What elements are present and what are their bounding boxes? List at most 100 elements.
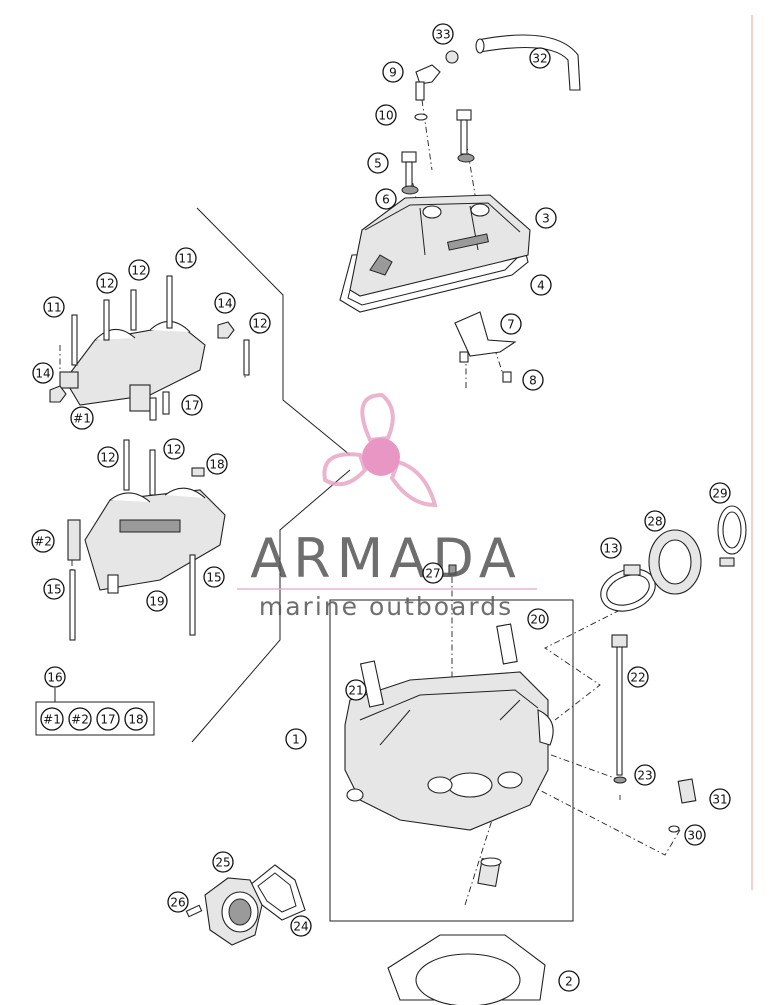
kit-item-18-text: 18 [128, 713, 143, 727]
part-label-14-18: 14 [214, 292, 236, 314]
part-label-23-29: 23 [634, 764, 656, 786]
kit-box: #1 #2 17 18 [35, 688, 155, 736]
kit-item-17-text: 17 [100, 713, 115, 727]
part-label-15-21: 15 [203, 566, 225, 588]
part-label-27-33: 27 [422, 562, 444, 584]
part-label-8-7-text: 8 [529, 374, 537, 388]
part-label-12-16-text: 12 [166, 443, 181, 457]
intake-assembly [600, 505, 747, 833]
part-label-20-26-text: 20 [530, 613, 545, 627]
callout-n1: #1 [70, 406, 94, 430]
part-label-17-23: 17 [181, 394, 203, 416]
part-label-1-0: 1 [285, 728, 307, 750]
part-label-2-1-text: 2 [565, 975, 573, 989]
part-label-33-39: 33 [432, 23, 454, 45]
part-label-7-6-text: 7 [507, 318, 515, 332]
part-label-22-28: 22 [627, 666, 649, 688]
cylinder-head-assembly [344, 564, 554, 888]
cam-carrier-assembly [67, 439, 226, 641]
part-label-28-34: 28 [644, 510, 666, 532]
head-gasket [387, 934, 546, 1005]
part-label-29-35: 29 [709, 482, 731, 504]
kit-item-n2: #2 [68, 707, 92, 731]
part-label-14-19: 14 [32, 362, 54, 384]
watermark-logo-icon [322, 392, 438, 508]
part-label-12-12-text: 12 [99, 277, 114, 291]
part-label-15-20-text: 15 [46, 583, 61, 597]
part-label-30-36-text: 30 [687, 829, 702, 843]
part-label-16-22-text: 16 [47, 671, 62, 685]
part-label-11-10-text: 11 [178, 252, 193, 266]
part-label-6-5-text: 6 [382, 193, 390, 207]
part-label-14-18-text: 14 [217, 297, 232, 311]
callout-n1-text: #1 [73, 412, 91, 426]
part-label-31-37: 31 [709, 788, 731, 810]
part-label-18-24: 18 [206, 453, 228, 475]
kit-item-n2-text: #2 [71, 713, 89, 727]
kit-item-17: 17 [96, 707, 120, 731]
part-label-13-17-text: 13 [603, 542, 618, 556]
kit-item-n1-text: #1 [43, 713, 61, 727]
part-label-2-1: 2 [558, 970, 580, 992]
part-label-9-8-text: 9 [389, 66, 397, 80]
part-label-10-9-text: 10 [378, 109, 393, 123]
part-label-12-13-text: 12 [131, 264, 146, 278]
part-label-1-0-text: 1 [292, 733, 300, 747]
callout-labels: #1 #2 [31, 406, 94, 553]
part-label-30-36: 30 [684, 824, 706, 846]
part-label-12-16: 12 [163, 438, 185, 460]
part-label-7-6: 7 [500, 313, 522, 335]
part-label-28-34-text: 28 [647, 515, 662, 529]
part-label-12-12: 12 [96, 272, 118, 294]
part-label-19-25-text: 19 [149, 595, 164, 609]
part-label-3-2: 3 [535, 207, 557, 229]
part-label-21-27: 21 [345, 679, 367, 701]
part-label-11-10: 11 [175, 247, 197, 269]
watermark-brand: ARMADA [250, 527, 522, 590]
part-label-25-31: 25 [212, 851, 234, 873]
kit-item-18: 18 [124, 707, 148, 731]
part-label-9-8: 9 [382, 61, 404, 83]
part-label-21-27-text: 21 [348, 684, 363, 698]
part-label-14-19-text: 14 [35, 367, 50, 381]
part-label-20-26: 20 [527, 608, 549, 630]
part-label-24-30: 24 [290, 915, 312, 937]
part-label-5-4: 5 [367, 152, 389, 174]
part-label-10-9: 10 [375, 104, 397, 126]
callout-n2: #2 [31, 529, 55, 553]
part-label-4-3: 4 [530, 274, 552, 296]
guide-lines [191, 207, 574, 922]
part-label-8-7: 8 [522, 369, 544, 391]
part-label-12-14: 12 [249, 312, 271, 334]
part-label-24-30-text: 24 [293, 920, 308, 934]
part-label-22-28-text: 22 [630, 671, 645, 685]
part-label-5-4-text: 5 [374, 157, 382, 171]
part-label-26-32: 26 [167, 891, 189, 913]
part-label-4-3-text: 4 [537, 279, 545, 293]
watermark: ARMADA marine outboards [237, 392, 537, 621]
part-label-18-24-text: 18 [209, 458, 224, 472]
kit-item-n1: #1 [40, 707, 64, 731]
part-label-15-20: 15 [43, 578, 65, 600]
valve-cover-assembly [339, 34, 581, 383]
part-label-12-15-text: 12 [100, 451, 115, 465]
part-label-11-11: 11 [43, 296, 65, 318]
part-label-11-11-text: 11 [46, 301, 61, 315]
part-label-23-29-text: 23 [637, 769, 652, 783]
part-label-17-23-text: 17 [184, 399, 199, 413]
watermark-tagline: marine outboards [259, 592, 513, 621]
callout-n2-text: #2 [34, 535, 52, 549]
part-label-15-21-text: 15 [206, 571, 221, 585]
part-label-31-37-text: 31 [712, 793, 727, 807]
part-label-33-39-text: 33 [435, 28, 450, 42]
part-label-12-15: 12 [97, 446, 119, 468]
part-labels: 1234567891011111212121212131414151516171… [32, 23, 731, 992]
part-label-13-17: 13 [600, 537, 622, 559]
part-label-25-31-text: 25 [215, 856, 230, 870]
part-label-32-38-text: 32 [532, 52, 547, 66]
part-label-6-5: 6 [375, 188, 397, 210]
part-label-19-25: 19 [146, 590, 168, 612]
part-label-16-22: 16 [44, 666, 66, 688]
part-label-3-2-text: 3 [542, 212, 550, 226]
